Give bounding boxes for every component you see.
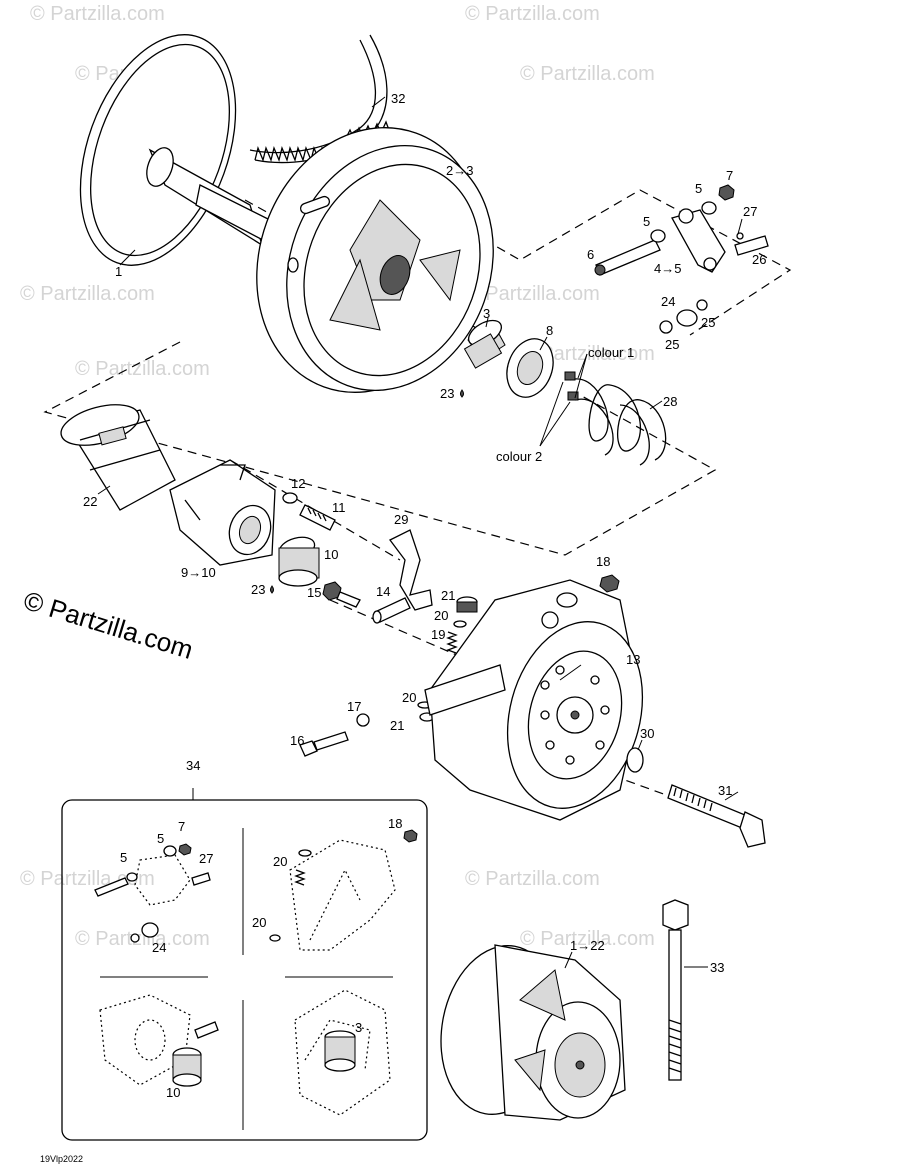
washer-part-30 <box>626 747 644 773</box>
label-part-3: 3 <box>355 1020 362 1035</box>
lever-part <box>389 529 433 611</box>
watermark: © Partzilla.com <box>520 63 655 85</box>
watermark: © Partzilla.com <box>465 3 600 25</box>
label-part-25: 25 <box>701 315 715 330</box>
arm-assembly-parts <box>594 184 769 334</box>
label-part-20: 20 <box>402 690 416 705</box>
watermark: © Partzilla.com <box>30 3 165 25</box>
label-part-26: 26 <box>752 252 766 267</box>
label-part-16: 16 <box>290 733 304 748</box>
label-part-1: 1 <box>115 264 122 279</box>
label-part-23: 23 <box>251 582 265 597</box>
lubricant-drop-icon <box>460 389 464 398</box>
label-part-5: 5 <box>643 214 650 229</box>
spring-part <box>564 371 667 466</box>
label-part-13: 13 <box>626 652 640 667</box>
label-colour-2: colour 2 <box>496 449 542 464</box>
watermark: © Partzilla.com <box>465 868 600 890</box>
label-part-29: 29 <box>394 512 408 527</box>
label-colour-1: colour 1 <box>588 345 634 360</box>
label-part-21: 21 <box>441 588 455 603</box>
bushing-part-10 <box>278 536 320 587</box>
watermark: © Partzilla.com <box>75 358 210 380</box>
partzilla-watermark-main: © Partzilla.com <box>20 585 196 665</box>
label-part-20: 20 <box>434 608 448 623</box>
label-part-5: 5 <box>695 181 702 196</box>
label-part-23: 23 <box>440 386 454 401</box>
dashed-axis-line <box>329 599 561 701</box>
label-part-27: 27 <box>199 851 213 866</box>
pin-part <box>372 597 411 624</box>
label-part-8: 8 <box>546 323 553 338</box>
watermark: © Partzilla.com <box>75 928 210 950</box>
label-part-31: 31 <box>718 783 732 798</box>
watermark-layer: © Partzilla.com © Partzilla.com © Partzi… <box>20 3 655 950</box>
label-part-18: 18 <box>388 816 402 831</box>
label-part-20: 20 <box>252 915 266 930</box>
bolt-part-15 <box>322 581 361 608</box>
label-part-3: 3 <box>483 306 490 321</box>
label-part-32: 32 <box>391 91 405 106</box>
nut-part <box>599 574 620 593</box>
label-part-18: 18 <box>596 554 610 569</box>
watermark: © Partzilla.com <box>20 283 155 305</box>
label-part-15: 15 <box>307 585 321 600</box>
label-part-28: 28 <box>663 394 677 409</box>
label-part-19: 19 <box>431 627 445 642</box>
label-part-27: 27 <box>743 204 757 219</box>
diagram-code: 19Vlp2022 <box>40 1154 83 1164</box>
movable-sheave-part <box>256 127 494 393</box>
watermark: © Partzilla.com <box>520 343 655 365</box>
label-part-17: 17 <box>347 699 361 714</box>
label-part-25: 25 <box>665 337 679 352</box>
watermark: © Partzilla.com <box>520 928 655 950</box>
fixed-sheave-part <box>79 34 291 266</box>
bushing-part <box>463 319 506 369</box>
part-labels: 1 32 2→3 7 5 5 27 6 4→5 26 24 25 25 3 8 … <box>40 91 766 1164</box>
label-part-24: 24 <box>661 294 675 309</box>
label-part-5: 5 <box>120 850 127 865</box>
label-part-30: 30 <box>640 726 654 741</box>
inset-detail-box <box>61 788 428 1141</box>
label-part-4-5: 4→5 <box>654 261 681 276</box>
label-part-7: 7 <box>726 168 733 183</box>
screw-part <box>282 492 336 531</box>
label-part-1-22: 1→22 <box>570 938 605 953</box>
label-part-33: 33 <box>710 960 724 975</box>
slider-shoe-part <box>60 404 176 511</box>
label-part-12: 12 <box>291 476 305 491</box>
housing-part <box>424 579 644 821</box>
label-part-10: 10 <box>324 547 338 562</box>
label-part-9-10: 9→10 <box>181 565 216 580</box>
label-part-14: 14 <box>376 584 390 599</box>
watermark: © Partzilla.com <box>465 283 600 305</box>
label-part-10: 10 <box>166 1085 180 1100</box>
bolt-part-16 <box>299 713 370 757</box>
washer-part <box>506 338 554 398</box>
label-part-20: 20 <box>273 854 287 869</box>
label-part-34: 34 <box>186 758 200 773</box>
assembled-clutch-part <box>440 944 626 1121</box>
label-part-5: 5 <box>157 831 164 846</box>
label-part-11: 11 <box>332 500 346 515</box>
label-part-21: 21 <box>390 718 404 733</box>
dashed-outline-middle <box>43 341 717 556</box>
label-part-2-3: 2→3 <box>446 163 473 178</box>
label-part-24: 24 <box>152 940 166 955</box>
leader-lines <box>97 96 743 969</box>
label-part-7: 7 <box>178 819 185 834</box>
label-part-22: 22 <box>83 494 97 509</box>
bolt-part-31 <box>667 784 766 848</box>
spider-part <box>169 459 276 566</box>
lubricant-drop-icon <box>270 585 274 594</box>
bolt-part-33 <box>662 899 689 1081</box>
label-part-6: 6 <box>587 247 594 262</box>
